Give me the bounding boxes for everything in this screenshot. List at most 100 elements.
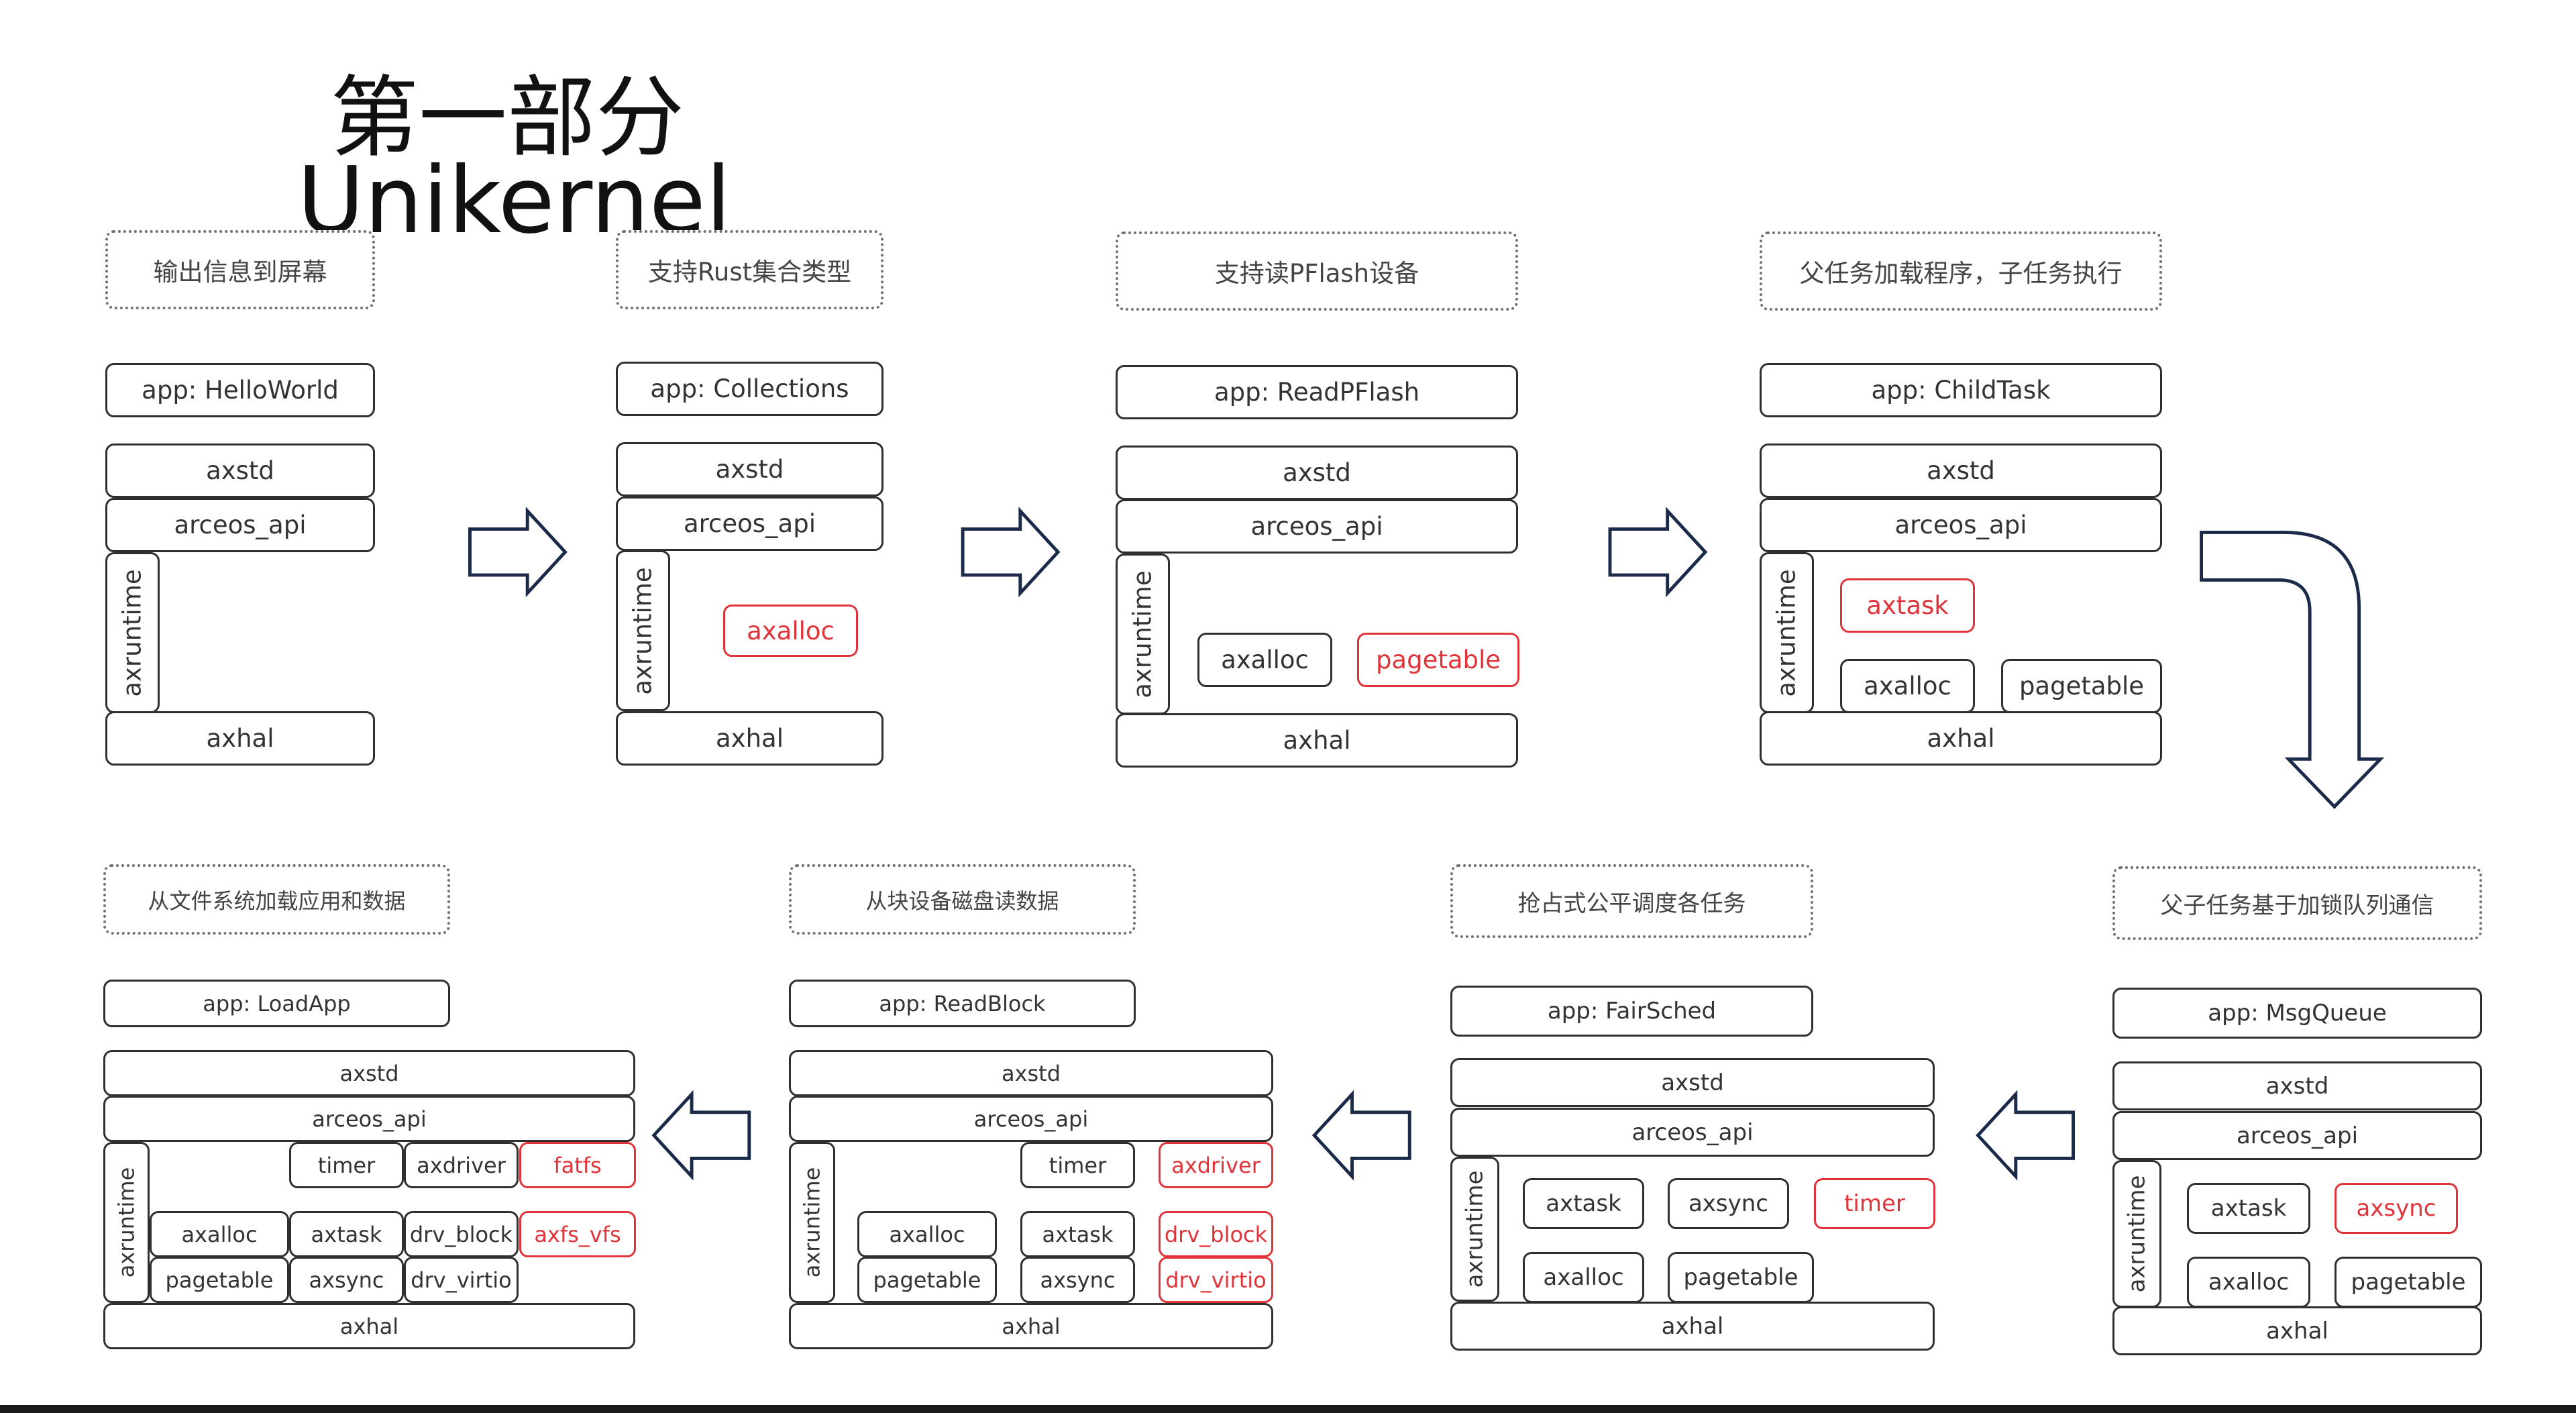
module-pagetable: pagetable	[1668, 1252, 1814, 1303]
layer-axhal-label: axhal	[1283, 726, 1351, 755]
module-drv-virtio-label: drv_virtio	[1165, 1267, 1267, 1293]
module-drv-block-label: drv_block	[1164, 1221, 1268, 1247]
layer-axhal-label: axhal	[1002, 1313, 1061, 1339]
layer-axhal: axhal	[616, 711, 883, 766]
module-pagetable: pagetable	[2001, 659, 2162, 713]
layer-axhal-label: axhal	[1927, 724, 1995, 753]
layer-arceos-api-label: arceos_api	[973, 1106, 1089, 1132]
layer-axhal: axhal	[105, 711, 375, 766]
app-box-label: app: HelloWorld	[142, 376, 339, 405]
layer-axhal: axhal	[103, 1303, 635, 1349]
layer-axruntime: axruntime	[1760, 552, 1814, 713]
app-box: app: FairSched	[1450, 986, 1813, 1037]
layer-axruntime: axruntime	[1450, 1157, 1499, 1302]
module-pagetable-label: pagetable	[165, 1267, 274, 1293]
layer-axstd: axstd	[1450, 1058, 1935, 1107]
layer-axhal-label: axhal	[2266, 1317, 2328, 1345]
module-axalloc-label: axalloc	[1221, 645, 1309, 674]
arrow-right-icon	[468, 507, 568, 598]
module-drv-virtio-label: drv_virtio	[411, 1267, 512, 1293]
layer-arceos-api-label: arceos_api	[174, 511, 307, 539]
layer-axstd: axstd	[1760, 443, 2162, 498]
layer-axstd-label: axstd	[715, 455, 784, 484]
layer-axhal-label: axhal	[1661, 1312, 1724, 1340]
layer-arceos-api: arceos_api	[103, 1096, 635, 1142]
layer-axstd: axstd	[789, 1050, 1273, 1096]
module-axalloc: axalloc	[723, 605, 858, 657]
module-drv-block: drv_block	[1159, 1211, 1273, 1257]
module-pagetable: pagetable	[1357, 633, 1519, 687]
app-box-label: app: ReadBlock	[879, 990, 1046, 1016]
module-axalloc: axalloc	[857, 1211, 997, 1257]
module-axalloc-label: axalloc	[2208, 1269, 2290, 1296]
panel-caption: 从块设备磁盘读数据	[789, 864, 1136, 935]
bottom-rule	[0, 1405, 2576, 1413]
layer-arceos-api-label: arceos_api	[1894, 511, 2027, 539]
layer-arceos-api: arceos_api	[1450, 1108, 1935, 1157]
module-axtask: axtask	[2187, 1183, 2310, 1234]
app-box: app: LoadApp	[103, 980, 450, 1027]
module-axtask-label: axtask	[2210, 1195, 2287, 1222]
module-axsync-label: axsync	[1040, 1267, 1116, 1293]
layer-axstd-label: axstd	[1661, 1069, 1724, 1096]
module-axtask: axtask	[289, 1211, 404, 1257]
module-pagetable-label: pagetable	[1375, 645, 1501, 674]
panel-caption: 支持Rust集合类型	[616, 230, 883, 309]
module-axalloc: axalloc	[2187, 1257, 2310, 1308]
layer-axhal: axhal	[1116, 713, 1518, 768]
layer-axruntime: axruntime	[616, 550, 670, 711]
module-axsync-label: axsync	[309, 1267, 384, 1293]
layer-axruntime: axruntime	[2112, 1160, 2161, 1308]
module-axtask: axtask	[1020, 1211, 1135, 1257]
module-axdriver-label: axdriver	[417, 1152, 506, 1178]
layer-axstd-label: axstd	[1001, 1060, 1061, 1086]
layer-axstd: axstd	[616, 442, 883, 496]
module-axdriver: axdriver	[404, 1142, 519, 1188]
module-axalloc-label: axalloc	[181, 1221, 258, 1247]
panel-caption-label: 从块设备磁盘读数据	[865, 888, 1059, 914]
module-axalloc-label: axalloc	[1864, 672, 1951, 700]
layer-axhal-label: axhal	[339, 1313, 399, 1339]
module-drv-block-label: drv_block	[409, 1221, 513, 1247]
layer-axruntime: axruntime	[103, 1142, 150, 1303]
arrow-right-icon	[961, 507, 1061, 598]
module-timer: timer	[1814, 1178, 1935, 1229]
arrow-left-icon	[1976, 1090, 2075, 1181]
module-axalloc: axalloc	[150, 1211, 289, 1257]
module-fatfs: fatfs	[519, 1142, 636, 1188]
panel-caption: 输出信息到屏幕	[105, 230, 375, 309]
layer-axstd-label: axstd	[1927, 456, 1995, 485]
app-box-label: app: ChildTask	[1871, 376, 2051, 405]
module-axfs-vfs: axfs_vfs	[519, 1211, 636, 1257]
module-axtask: axtask	[1523, 1178, 1644, 1229]
layer-arceos-api: arceos_api	[616, 496, 883, 551]
module-axdriver-label: axdriver	[1171, 1152, 1260, 1178]
module-axdriver: axdriver	[1159, 1142, 1273, 1188]
module-pagetable-label: pagetable	[2019, 672, 2145, 700]
module-axalloc: axalloc	[1197, 633, 1332, 687]
layer-axstd-label: axstd	[1283, 458, 1351, 487]
app-box-label: app: MsgQueue	[2208, 1000, 2387, 1027]
layer-arceos-api: arceos_api	[789, 1096, 1273, 1142]
module-axtask-label: axtask	[311, 1221, 382, 1247]
module-axsync-label: axsync	[2356, 1195, 2436, 1222]
layer-arceos-api-label: arceos_api	[1631, 1118, 1754, 1146]
module-axsync: axsync	[2334, 1183, 2458, 1234]
module-axtask-label: axtask	[1546, 1190, 1621, 1217]
panel-caption-label: 支持Rust集合类型	[647, 258, 852, 286]
layer-axruntime: axruntime	[789, 1142, 835, 1303]
layer-arceos-api: arceos_api	[1760, 498, 2162, 552]
module-drv-virtio: drv_virtio	[404, 1257, 519, 1303]
layer-arceos-api: arceos_api	[2112, 1111, 2482, 1160]
layer-axstd-label: axstd	[2265, 1072, 2329, 1100]
app-box: app: ReadBlock	[789, 980, 1136, 1027]
arrow-turn-down-icon	[2200, 530, 2385, 809]
app-box: app: HelloWorld	[105, 363, 375, 417]
module-timer: timer	[289, 1142, 404, 1188]
layer-axstd: axstd	[2112, 1061, 2482, 1110]
app-box: app: ReadPFlash	[1116, 365, 1518, 419]
module-axtask-label: axtask	[1042, 1221, 1114, 1247]
module-axtask: axtask	[1840, 578, 1975, 633]
layer-arceos-api-label: arceos_api	[312, 1106, 427, 1132]
